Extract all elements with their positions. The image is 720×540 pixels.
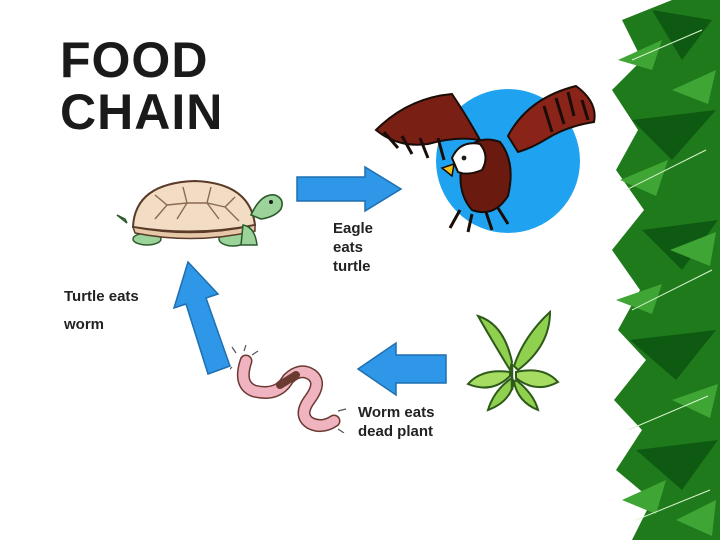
caption-worm-line-1: Worm eats [358, 404, 435, 421]
caption-eagle-line-3: turtle [333, 258, 371, 275]
arrow-to-turtle [172, 260, 231, 375]
caption-worm-line-2: dead plant [358, 423, 434, 440]
arrow-to-eagle [296, 165, 403, 213]
plant-icon [466, 310, 560, 412]
arrow-to-worm [356, 341, 447, 397]
caption-worm-eats-dead-plant: Worm eats dead plant [358, 403, 468, 441]
eagle-icon [374, 84, 596, 233]
caption-turtle-line-1: Turtle eats [64, 288, 139, 305]
worm-icon [230, 345, 347, 433]
slide-title: FOOD CHAIN [60, 34, 223, 138]
caption-eagle-eats-turtle: Eagle eats turtle [333, 219, 403, 276]
title-line-2: CHAIN [60, 84, 224, 140]
caption-eagle-line-2: eats [333, 239, 364, 256]
turtle-icon [116, 179, 283, 247]
title-line-1: FOOD [60, 32, 209, 88]
caption-eagle-line-1: Eagle [333, 220, 374, 237]
bamboo-border [612, 0, 720, 540]
caption-turtle-line-2: worm [64, 316, 105, 333]
